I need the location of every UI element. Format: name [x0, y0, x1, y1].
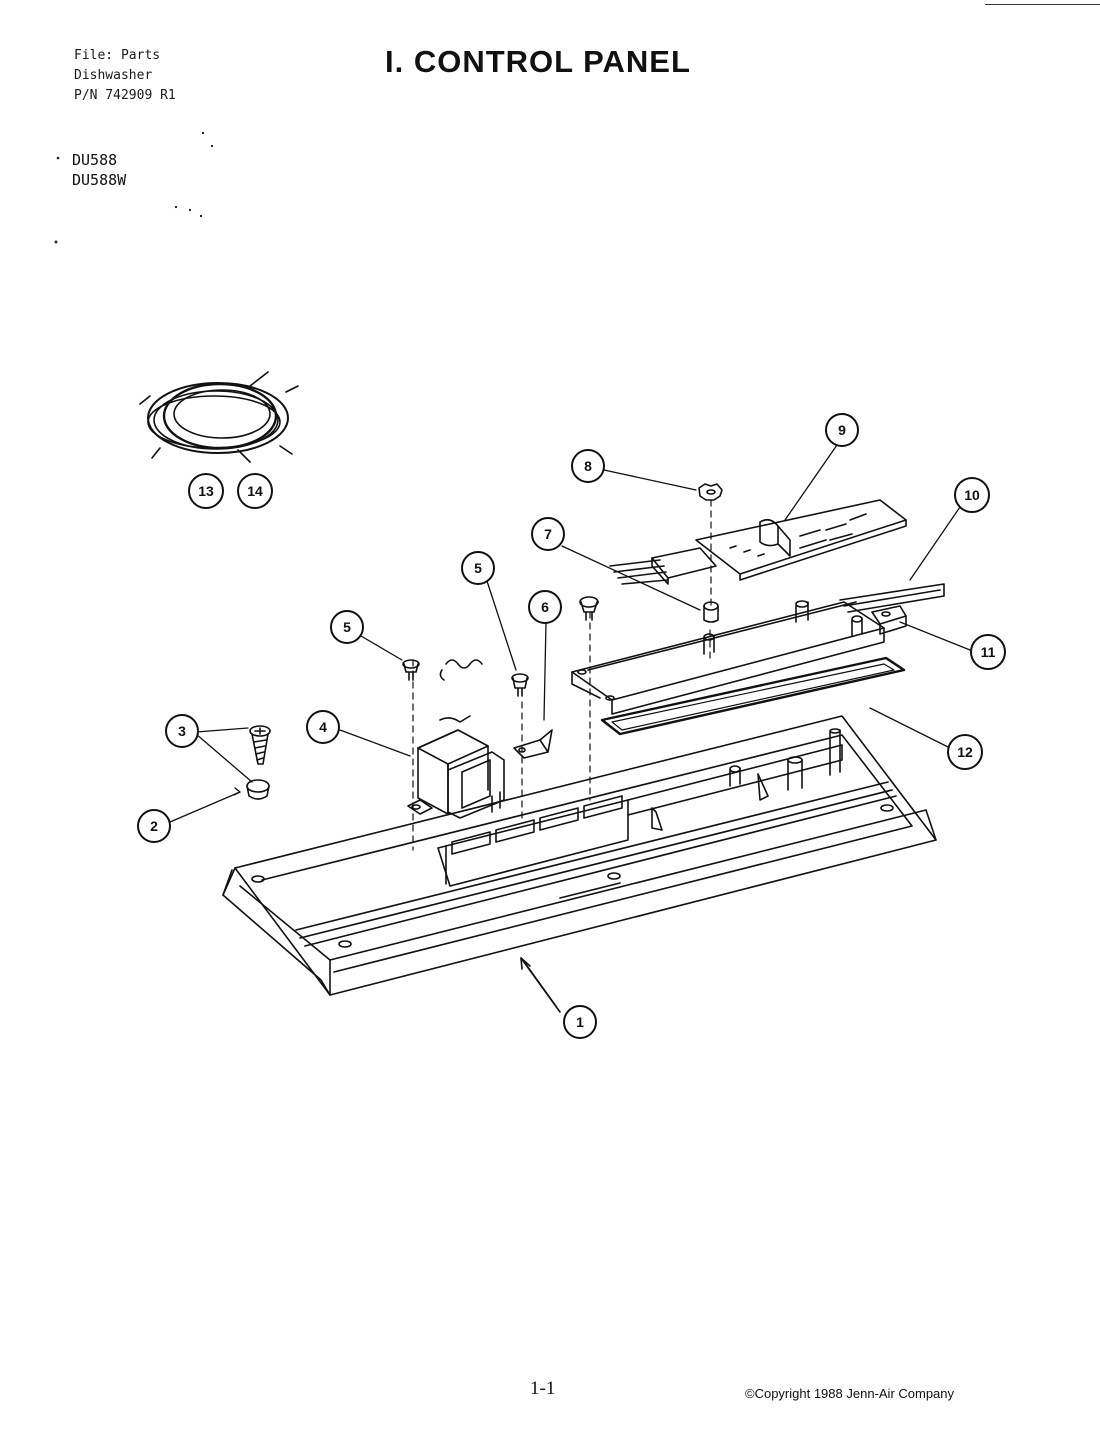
spacer-drawing [703, 601, 719, 623]
model-number-1: DU588 [72, 151, 118, 169]
callout-11: 11 [970, 634, 1006, 670]
bracket-drawing [513, 729, 553, 759]
top-edge-rule [985, 4, 1100, 5]
leader-lines [169, 444, 971, 1007]
callout-7: 7 [531, 517, 565, 551]
svg-text:13: 13 [198, 483, 214, 499]
callout-6: 6 [528, 590, 562, 624]
callout-5-left: 5 [330, 610, 364, 644]
svg-text:8: 8 [584, 458, 592, 474]
wire-harness-drawing [139, 371, 299, 463]
callout-4: 4 [306, 710, 340, 744]
file-label: File: Parts [74, 48, 161, 63]
callout-14: 14 [237, 473, 273, 509]
transformer-drawing [407, 715, 505, 819]
callout-3: 3 [165, 714, 199, 748]
screw-5-right-drawing [511, 673, 529, 697]
clip-drawing [871, 605, 907, 635]
console-base-drawing [222, 715, 937, 1013]
display-frame-drawing [571, 600, 885, 715]
product-label: Dishwasher [74, 68, 153, 83]
callout-10: 10 [954, 477, 990, 513]
circuit-board-drawing [609, 499, 907, 585]
svg-text:9: 9 [838, 422, 846, 438]
svg-text:6: 6 [541, 599, 549, 615]
spring-clip-drawing [439, 659, 483, 681]
callout-2: 2 [137, 809, 171, 843]
callout-1: 1 [563, 1005, 597, 1039]
svg-text:11: 11 [981, 644, 996, 660]
page-number: 1-1 [530, 1378, 556, 1399]
callout-9: 9 [825, 413, 859, 447]
svg-text:5: 5 [474, 560, 482, 576]
callout-5-right: 5 [461, 551, 495, 585]
star-nut-drawing [698, 483, 723, 501]
svg-text:2: 2 [150, 818, 158, 834]
callout-8: 8 [571, 449, 605, 483]
svg-text:7: 7 [544, 526, 552, 542]
svg-text:10: 10 [964, 487, 980, 503]
svg-text:1: 1 [576, 1014, 584, 1030]
svg-text:3: 3 [178, 723, 186, 739]
svg-text:14: 14 [247, 483, 263, 499]
screw-5-left-drawing [402, 659, 420, 681]
screw-drawing [249, 725, 271, 765]
svg-text:5: 5 [343, 619, 351, 635]
frame-screw-drawing [579, 596, 599, 621]
callout-13: 13 [188, 473, 224, 509]
model-number-2: DU588W [72, 171, 127, 189]
callout-12: 12 [947, 734, 983, 770]
svg-text:12: 12 [957, 744, 973, 760]
part-number-label: P/N 742909 R1 [74, 88, 176, 103]
plug-cap-drawing [246, 779, 270, 800]
page-title: I. CONTROL PANEL [385, 44, 691, 79]
svg-text:4: 4 [319, 719, 327, 735]
scan-specks [54, 131, 214, 244]
strip-drawing [839, 583, 945, 613]
gasket-drawing [600, 656, 906, 736]
assembly-center-lines [412, 499, 712, 851]
copyright-notice: ©Copyright 1988 Jenn-Air Company [745, 1386, 955, 1401]
